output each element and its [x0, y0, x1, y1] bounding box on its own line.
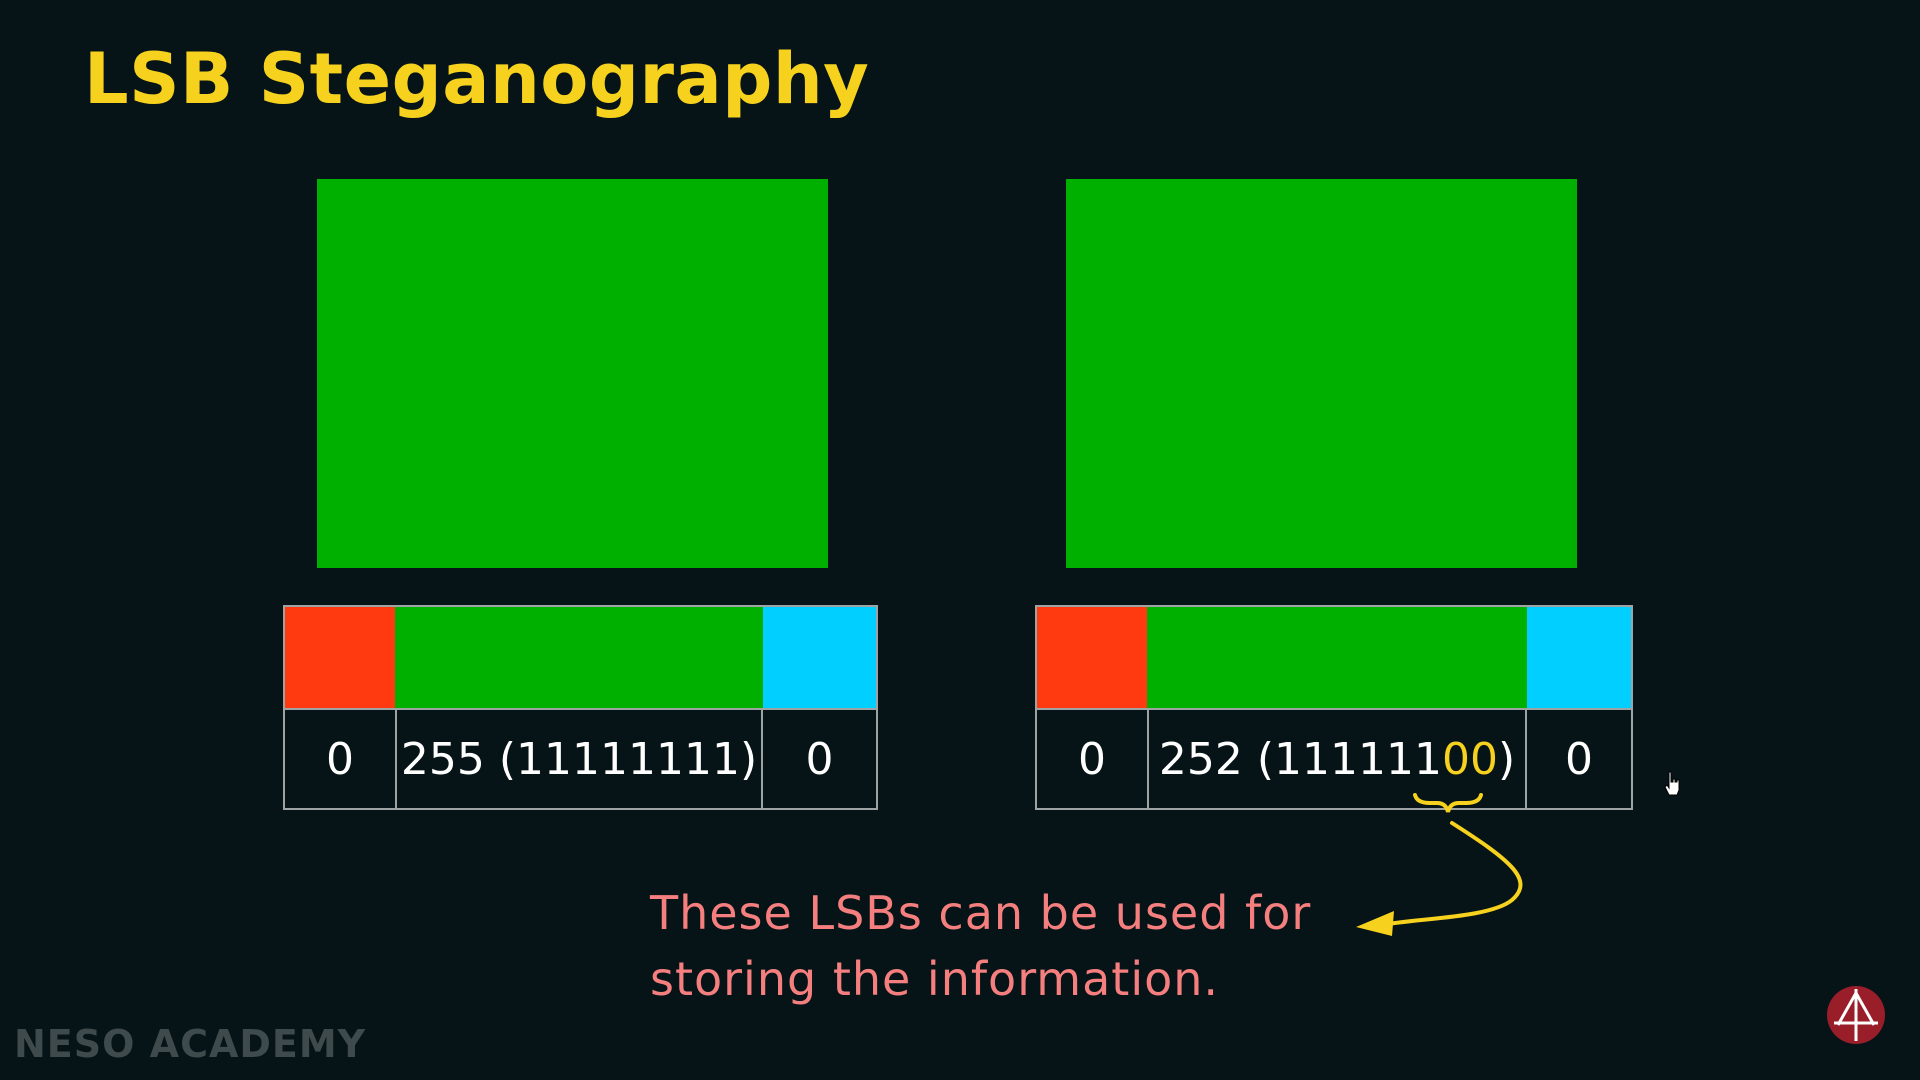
blue-channel-color — [763, 607, 876, 708]
green-value-prefix: 252 (111111 — [1158, 733, 1442, 785]
slide-title: LSB Steganography — [84, 38, 870, 120]
arrow-head — [1356, 911, 1394, 936]
green-channel-color — [395, 607, 763, 708]
red-channel-color — [285, 607, 395, 708]
note-line-1: These LSBs can be used for — [650, 886, 1312, 940]
note-line-2: storing the information. — [650, 952, 1220, 1006]
highlighted-lsbs: 00 — [1441, 733, 1498, 785]
modified-color-swatch — [1066, 179, 1577, 568]
original-pixel-table: 0 255 (11111111) 0 — [283, 605, 878, 810]
green-value-suffix: ) — [1497, 733, 1516, 785]
hand-cursor-icon — [1664, 771, 1680, 796]
blue-channel-value: 0 — [763, 708, 876, 808]
curved-arrow — [1380, 821, 1523, 927]
blue-channel-color — [1527, 607, 1631, 708]
red-channel-value: 0 — [285, 708, 395, 808]
lsb-note: These LSBs can be used for storing the i… — [650, 880, 1311, 1012]
neso-logo-icon[interactable] — [1826, 985, 1886, 1045]
original-color-swatch — [317, 179, 828, 568]
green-channel-color — [1147, 607, 1527, 708]
red-channel-value: 0 — [1037, 708, 1147, 808]
blue-channel-value: 0 — [1527, 708, 1631, 808]
green-channel-value: 255 (11111111) — [395, 708, 763, 808]
red-channel-color — [1037, 607, 1147, 708]
brand-watermark: NESO ACADEMY — [14, 1022, 367, 1066]
